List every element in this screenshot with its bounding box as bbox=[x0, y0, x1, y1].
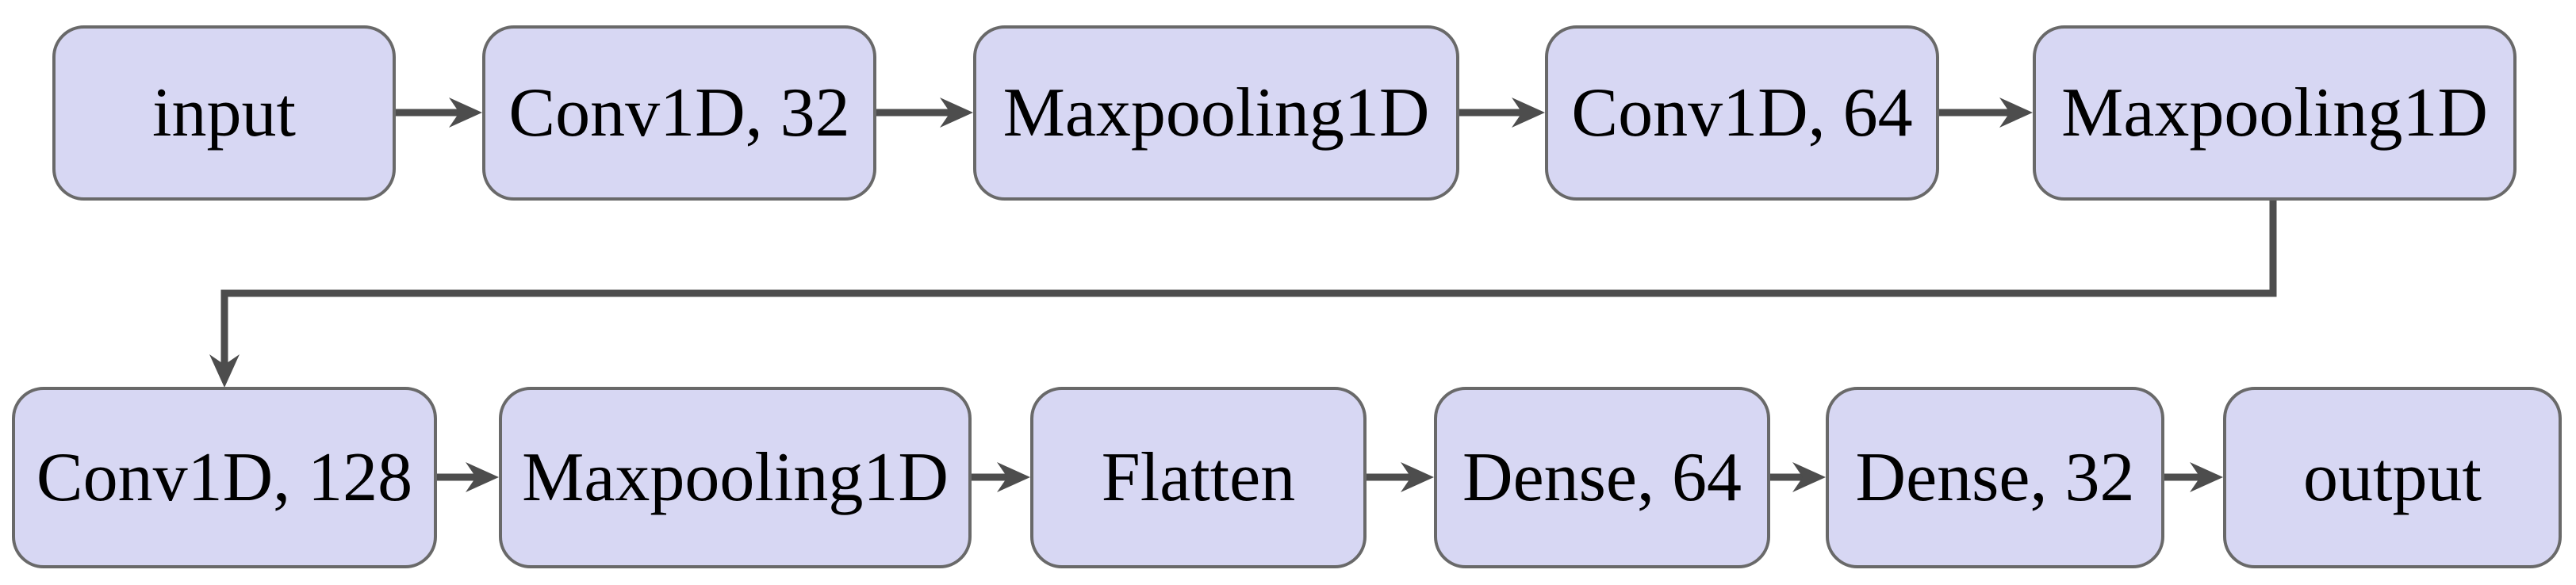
node-dense-32: Dense, 32 bbox=[1826, 387, 2164, 568]
node-input: input bbox=[52, 25, 396, 201]
arrow-flatten-to-dense-64 bbox=[1367, 462, 1434, 492]
node-label: Maxpooling1D bbox=[1002, 74, 1430, 151]
arrow-conv1d-64-to-maxpooling1d-2 bbox=[1939, 98, 2033, 128]
node-label: Maxpooling1D bbox=[522, 438, 949, 516]
node-label: Flatten bbox=[1101, 438, 1296, 516]
node-conv1d-128: Conv1D, 128 bbox=[12, 387, 437, 568]
node-label: Maxpooling1D bbox=[2061, 74, 2488, 151]
arrow-conv1d-128-to-maxpooling1d-3 bbox=[437, 462, 499, 492]
node-maxpooling1d-1: Maxpooling1D bbox=[973, 25, 1459, 201]
node-label: Conv1D, 64 bbox=[1571, 74, 1913, 151]
node-label: input bbox=[152, 74, 296, 151]
node-maxpooling1d-3: Maxpooling1D bbox=[499, 387, 972, 568]
arrow-input-to-conv1d-32 bbox=[396, 98, 482, 128]
node-flatten: Flatten bbox=[1030, 387, 1367, 568]
arrow-maxpooling1d-3-to-flatten bbox=[972, 462, 1030, 492]
node-label: Conv1D, 32 bbox=[508, 74, 850, 151]
arrow-maxpooling1d-2-to-conv1d-128 bbox=[209, 199, 2277, 388]
arrow-conv1d-32-to-maxpooling1d-1 bbox=[876, 98, 973, 128]
arrow-maxpooling1d-1-to-conv1d-64 bbox=[1459, 98, 1545, 128]
arrow-dense-32-to-output bbox=[2164, 462, 2223, 492]
node-label: output bbox=[2303, 438, 2482, 516]
node-output: output bbox=[2223, 387, 2562, 568]
arrow-dense-64-to-dense-32 bbox=[1770, 462, 1826, 492]
node-maxpooling1d-2: Maxpooling1D bbox=[2033, 25, 2517, 201]
node-label: Dense, 32 bbox=[1855, 438, 2135, 516]
node-conv1d-32: Conv1D, 32 bbox=[482, 25, 876, 201]
node-label: Conv1D, 128 bbox=[36, 438, 413, 516]
node-dense-64: Dense, 64 bbox=[1434, 387, 1770, 568]
node-conv1d-64: Conv1D, 64 bbox=[1545, 25, 1939, 201]
node-label: Dense, 64 bbox=[1462, 438, 1742, 516]
